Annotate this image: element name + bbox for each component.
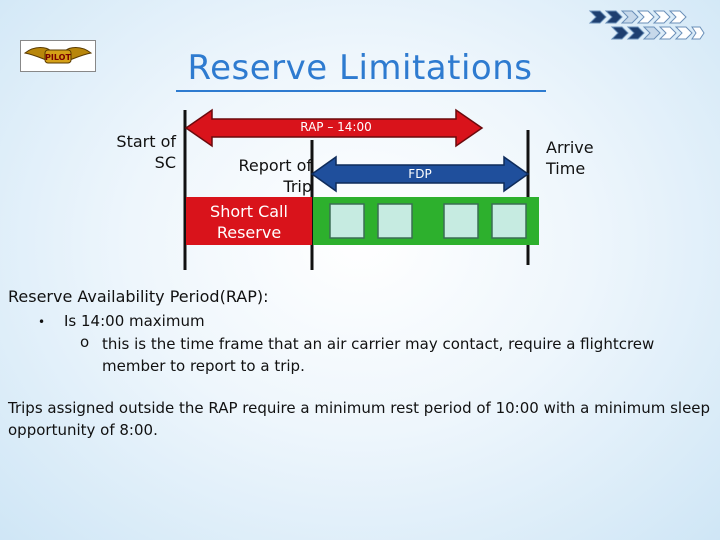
duty-block <box>329 203 365 239</box>
arrive-time-label: Arrive Time <box>546 138 594 178</box>
duty-block <box>443 203 479 239</box>
sub-bullet-text: this is the time frame that an air carri… <box>102 335 655 375</box>
timeline-diagram <box>183 108 539 270</box>
page-title: Reserve Limitations <box>187 48 533 88</box>
rap-heading: Reserve Availability Period(RAP): <box>8 287 269 306</box>
trips-outside-rap-note: Trips assigned outside the RAP require a… <box>8 399 711 439</box>
rap-arrow-label: RAP – 14:00 <box>300 120 372 134</box>
bullet-item: • Is 14:00 maximum <box>38 312 205 330</box>
start-of-sc-label: Start of SC <box>116 132 176 172</box>
bullet-text: Is 14:00 maximum <box>64 312 205 330</box>
sub-bullet-marker: o <box>80 333 90 351</box>
short-call-reserve-box <box>186 197 312 245</box>
short-call-reserve-label: Short Call Reserve <box>210 202 288 242</box>
title-underline <box>176 90 546 92</box>
decorative-chevrons-icon <box>588 10 705 40</box>
duty-block <box>377 203 413 239</box>
pilot-logo: PILOT <box>20 40 96 72</box>
fdp-arrow-label: FDP <box>408 167 432 181</box>
rap-arrow <box>184 108 484 148</box>
fdp-arrow <box>310 155 530 193</box>
logo-text: PILOT <box>45 53 71 62</box>
bullet-marker: • <box>38 315 46 329</box>
report-of-trip-label: Report of Trip <box>238 156 312 196</box>
duty-block <box>491 203 527 239</box>
